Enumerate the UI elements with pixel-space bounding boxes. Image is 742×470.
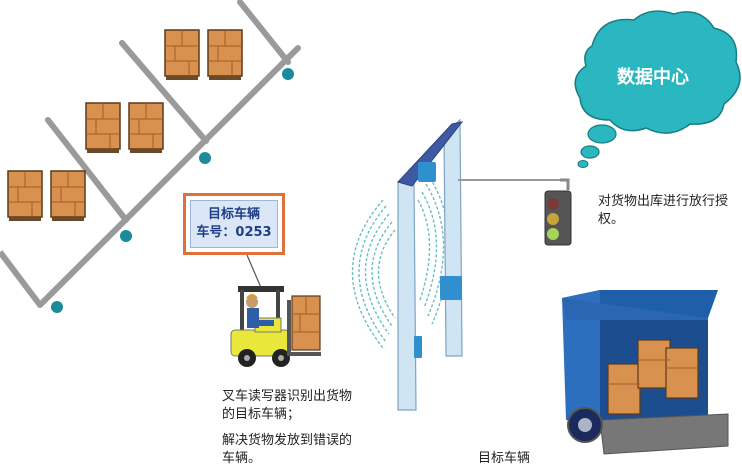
tag-title: 目标车辆: [207, 207, 260, 222]
rfid-waves: [351, 177, 451, 349]
solve-note: 解决货物发放到错误的车辆。: [222, 433, 353, 466]
tag-pointer-line: [246, 254, 263, 291]
traffic-light-icon: [544, 178, 572, 246]
tag-plate-number: 车号：0253: [196, 225, 272, 240]
target-vehicle-label: 目标车辆: [478, 451, 531, 466]
authorization-note: 对货物出库进行放行授权。: [598, 194, 729, 227]
forklift-note: 叉车读写器识别出货物的目标车辆；: [222, 389, 353, 422]
data-center-cloud: [574, 10, 741, 168]
truck-icon: [562, 290, 729, 455]
warehouse-racks: [0, 0, 301, 308]
target-vehicle-tag: 目标车辆 车号：0253: [183, 193, 285, 255]
rfid-gate: [397, 118, 560, 411]
rack-rfid-tags: [51, 68, 294, 313]
forklift-icon: [230, 286, 321, 367]
cloud-label: 数据中心: [617, 67, 689, 88]
tag-display: 目标车辆 车号：0253: [190, 200, 278, 248]
